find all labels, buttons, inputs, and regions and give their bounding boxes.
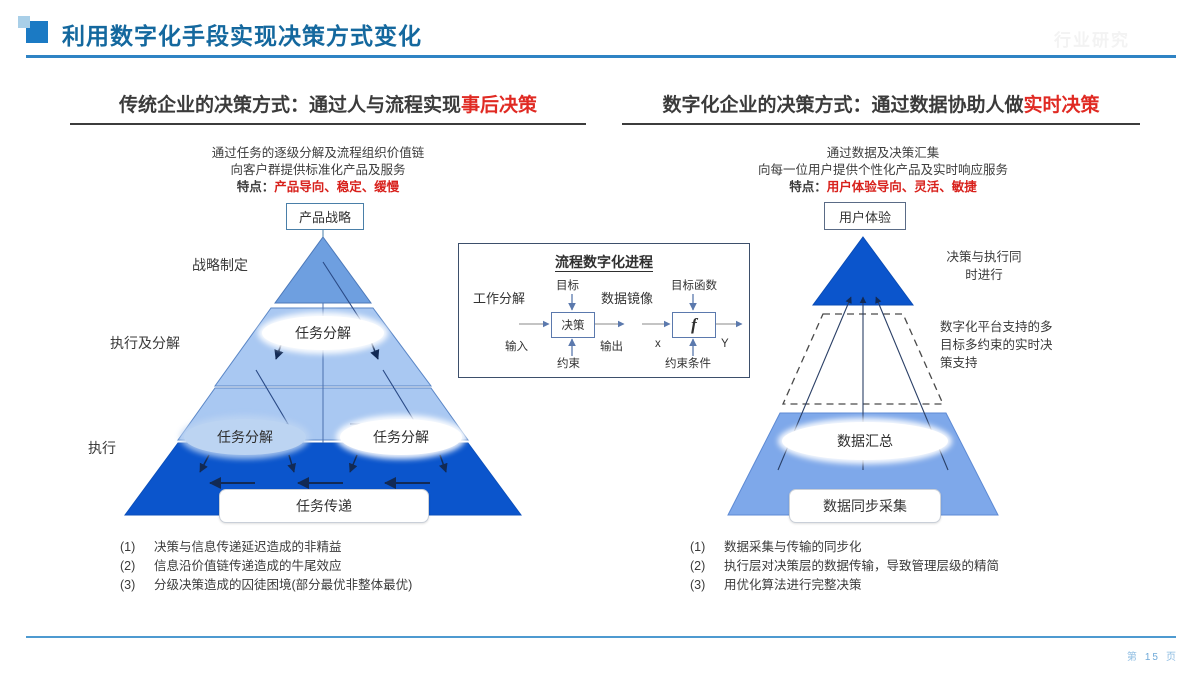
process-left-node[interactable]: 决策 — [551, 312, 595, 338]
right-bottom-box[interactable]: 数据同步采集 — [789, 489, 941, 523]
right-desc-line1: 通过数据及决策汇集 — [826, 146, 940, 160]
right-desc-feature: 特点：用户体验导向、灵活、敏捷 — [683, 179, 1083, 196]
right-panel-heading-main: 数字化企业的决策方式：通过数据协助人做 — [662, 95, 1024, 116]
right-feature-value: 用户体验导向、灵活、敏捷 — [826, 180, 977, 194]
list-item: (1) 决策与信息传递延迟造成的非精益 — [120, 538, 412, 557]
left-top-box[interactable]: 产品战略 — [286, 203, 364, 230]
footer-page-number: 第 15 页 — [1127, 648, 1178, 663]
process-digitization-box: 流程数字化进程 工作分解 目标 决策 输入 输出 约束 数据镜像 目标函数 f … — [458, 243, 750, 378]
left-arrow-r2 — [439, 454, 448, 473]
header-marker-icon — [18, 16, 48, 43]
left-inner-triangle-left — [222, 369, 289, 425]
process-box-connectors — [519, 294, 743, 356]
process-right-group-label: 数据镜像 — [601, 291, 654, 306]
right-pyramid-dashed-region — [781, 313, 945, 405]
list-item: (3) 分级决策造成的囚徒困境(部分最优非整体最优) — [120, 576, 412, 595]
list-item: (2) 信息沿价值链传递造成的牛尾效应 — [120, 557, 412, 576]
right-feature-label: 特点： — [789, 180, 827, 194]
left-desc-line1: 通过任务的逐级分解及流程组织价值链 — [211, 146, 425, 160]
bullet-index: (1) — [690, 540, 706, 554]
right-ellipse-mid[interactable]: 数据汇总 — [782, 422, 948, 460]
left-desc-feature: 特点：产品导向、稳定、缓慢 — [118, 179, 518, 196]
left-ellipse-mid[interactable]: 任务分解 — [262, 316, 384, 350]
left-panel-description: 通过任务的逐级分解及流程组织价值链 向客户群提供标准化产品及服务 特点：产品导向… — [118, 145, 518, 196]
header-watermark: 行业研究 — [1054, 31, 1130, 50]
left-ellipse-lower-left[interactable]: 任务分解 — [184, 419, 306, 455]
process-box-title: 流程数字化进程 — [555, 254, 653, 272]
footer-page-value: 15 — [1144, 652, 1160, 663]
footer-page-suffix: 页 — [1166, 652, 1178, 663]
bullet-index: (2) — [120, 559, 136, 573]
bullet-text: 决策与信息传递延迟造成的非精益 — [154, 540, 342, 554]
bullet-index: (3) — [120, 578, 136, 592]
left-arrow-l2 — [287, 454, 296, 473]
right-anno-top: 决策与执行同 时进行 — [946, 250, 1022, 282]
bullet-text: 信息沿价值链传递造成的牛尾效应 — [154, 559, 342, 573]
bullet-text: 数据采集与传输的同步化 — [724, 540, 862, 554]
process-left-group-label: 工作分解 — [473, 291, 526, 306]
right-panel-heading-accent: 实时决策 — [1023, 95, 1100, 116]
left-arrow-l1 — [199, 454, 210, 473]
left-bullet-list: (1) 决策与信息传递延迟造成的非精益 (2) 信息沿价值链传递造成的牛尾效应 … — [120, 538, 412, 595]
left-tier-label-0: 战略制定 — [192, 257, 248, 273]
process-left-out-label: 输出 — [600, 341, 623, 353]
left-feature-label: 特点： — [236, 180, 275, 194]
process-left-bottom-label: 约束 — [557, 358, 580, 370]
left-panel-heading-accent: 事后决策 — [461, 95, 538, 116]
list-item: (3) 用优化算法进行完整决策 — [690, 576, 999, 595]
footer-page-prefix: 第 — [1126, 652, 1139, 663]
bullet-index: (1) — [120, 540, 136, 554]
right-panel-description: 通过数据及决策汇集 向每一位用户提供个性化产品及实时响应服务 特点：用户体验导向… — [683, 145, 1083, 196]
left-pyramid-tier-top — [274, 236, 372, 304]
left-feature-value: 产品导向、稳定、缓慢 — [274, 180, 400, 194]
bullet-index: (3) — [690, 578, 706, 592]
left-tier-label-2: 执行 — [88, 440, 116, 456]
right-top-box[interactable]: 用户体验 — [824, 202, 906, 230]
bullet-index: (2) — [690, 559, 706, 573]
left-inner-triangle-right — [350, 369, 417, 425]
process-left-top-label: 目标 — [556, 280, 579, 292]
left-panel-heading-main: 传统企业的决策方式：通过人与流程实现 — [118, 95, 461, 116]
process-right-bottom-label: 约束条件 — [665, 358, 711, 370]
process-right-top-label: 目标函数 — [671, 280, 717, 292]
page-title: 利用数字化手段实现决策方式变化 — [62, 23, 422, 49]
list-item: (1) 数据采集与传输的同步化 — [690, 538, 999, 557]
header-divider — [26, 55, 1176, 58]
right-bullet-list: (1) 数据采集与传输的同步化 (2) 执行层对决策层的数据传输，导致管理层级的… — [690, 538, 999, 595]
process-right-in-label: x — [655, 338, 661, 350]
left-tier-label-1: 执行及分解 — [110, 335, 180, 351]
left-desc-line2: 向客户群提供标准化产品及服务 — [230, 163, 406, 177]
bullet-text: 分级决策造成的囚徒困境(部分最优非整体最优) — [154, 578, 413, 592]
process-right-out-label: Y — [721, 338, 729, 350]
footer-divider — [26, 636, 1176, 638]
right-panel-heading: 数字化企业的决策方式：通过数据协助人做实时决策 — [622, 90, 1140, 117]
right-pyramid-apex — [812, 236, 914, 306]
right-panel-heading-rule — [622, 123, 1140, 125]
bullet-text: 执行层对决策层的数据传输，导致管理层级的精简 — [724, 559, 1000, 573]
process-left-in-label: 输入 — [505, 341, 528, 353]
right-desc-line2: 向每一位用户提供个性化产品及实时响应服务 — [757, 163, 1008, 177]
bullet-text: 用优化算法进行完整决策 — [724, 578, 862, 592]
left-ellipse-lower-right[interactable]: 任务分解 — [340, 419, 462, 455]
process-right-node[interactable]: f — [672, 312, 716, 338]
left-panel-heading-rule — [70, 123, 586, 125]
left-bottom-box[interactable]: 任务传递 — [219, 489, 429, 523]
left-panel-heading: 传统企业的决策方式：通过人与流程实现事后决策 — [70, 90, 586, 117]
left-arrow-r1 — [348, 454, 358, 473]
right-anno-mid: 数字化平台支持的多 目标多约束的实时决 策支持 — [940, 320, 1053, 370]
list-item: (2) 执行层对决策层的数据传输，导致管理层级的精简 — [690, 557, 999, 576]
